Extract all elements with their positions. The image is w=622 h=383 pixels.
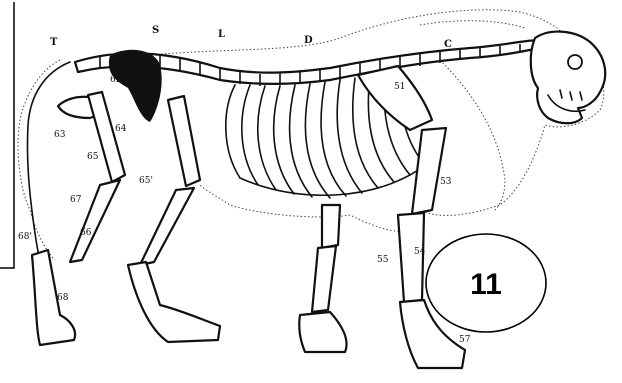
- bone-label-54: 54: [414, 247, 426, 257]
- bone-label-55: 55: [377, 255, 389, 265]
- hind-foot-near: [32, 250, 75, 345]
- radius: [398, 213, 424, 302]
- bone-label-65: 65: [87, 152, 99, 162]
- region-label-s: S: [152, 25, 159, 36]
- pelvis: [109, 50, 162, 122]
- humerus: [412, 128, 446, 214]
- bone-label-68-prime: 68': [18, 232, 32, 242]
- bone-label-67: 67: [70, 195, 82, 205]
- region-label-d: D: [304, 35, 313, 46]
- region-label-l: L: [218, 29, 225, 40]
- radius-far: [312, 246, 336, 312]
- bone-label-68: 68: [57, 293, 69, 303]
- bone-label-64: 64: [115, 124, 127, 134]
- eye-socket: [568, 55, 582, 69]
- badge-number: 11: [470, 268, 502, 301]
- region-label-c: C: [444, 39, 452, 50]
- bone-label-66: 66: [80, 228, 92, 238]
- bone-label-53: 53: [440, 177, 452, 187]
- bone-label-62: 62: [110, 75, 121, 85]
- fore-foot-far: [299, 312, 346, 352]
- bone-label-57: 57: [459, 335, 471, 345]
- frame-border: [0, 2, 14, 268]
- bone-label-51: 51: [394, 82, 405, 92]
- femur-far: [168, 96, 200, 186]
- tibia: [70, 180, 120, 262]
- tail: [27, 62, 70, 270]
- page-number-badge: 11: [426, 234, 546, 332]
- bone-label-63: 63: [54, 130, 66, 140]
- femur: [88, 92, 125, 182]
- bone-label-65-prime: 65': [139, 176, 153, 186]
- hind-foot-far: [128, 262, 220, 342]
- region-label-t: T: [50, 37, 58, 48]
- humerus-far: [322, 205, 340, 248]
- tibia-far: [140, 188, 194, 265]
